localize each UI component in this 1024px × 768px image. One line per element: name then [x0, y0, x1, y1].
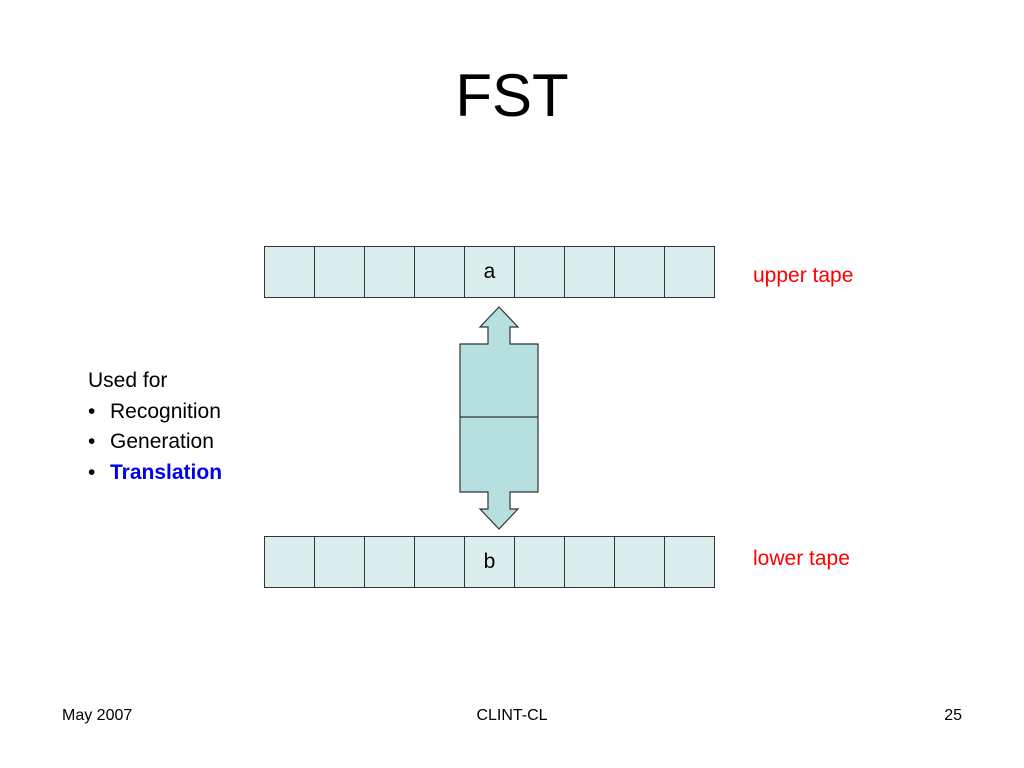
- used-for-heading: Used for: [88, 369, 168, 392]
- tape-cell: [314, 246, 365, 298]
- bullet: •: [88, 430, 96, 453]
- footer-center: CLINT-CL: [476, 707, 548, 724]
- tape-cell: [414, 246, 465, 298]
- slide-title: FST: [455, 62, 569, 129]
- tape-cell-head: b: [464, 536, 515, 588]
- tape-cell: [364, 246, 415, 298]
- tape-cell: [364, 536, 415, 588]
- tape-cell: [414, 536, 465, 588]
- tape-cell: [564, 536, 615, 588]
- tape-cell: [614, 246, 665, 298]
- tape-cell: [614, 536, 665, 588]
- list-item: • Recognition: [88, 397, 222, 428]
- upper-tape: a: [264, 246, 726, 298]
- footer-date: May 2007: [62, 707, 133, 724]
- tape-cell: [314, 536, 365, 588]
- bullet: •: [88, 460, 96, 484]
- tape-cell: [514, 536, 565, 588]
- list-item: • Translation: [88, 458, 222, 489]
- double-arrow-shape: [459, 306, 539, 530]
- upper-tape-label: upper tape: [753, 264, 854, 287]
- tape-cell-head: a: [464, 246, 515, 298]
- footer-page-number: 25: [944, 707, 962, 724]
- tape-cell: [264, 246, 315, 298]
- tape-cell: [564, 246, 615, 298]
- list-item-text: Recognition: [110, 399, 221, 423]
- list-item-text: Generation: [110, 430, 214, 453]
- lower-tape: b: [264, 536, 726, 588]
- lower-tape-label: lower tape: [753, 547, 850, 570]
- tape-cell: [664, 246, 715, 298]
- tape-cell: [514, 246, 565, 298]
- list-item-text-highlighted: Translation: [110, 460, 223, 484]
- used-for-list: Used for • Recognition • Generation • Tr…: [88, 366, 222, 488]
- tape-cell: [664, 536, 715, 588]
- bullet: •: [88, 399, 96, 423]
- tape-cell: [264, 536, 315, 588]
- list-item: • Generation: [88, 427, 222, 458]
